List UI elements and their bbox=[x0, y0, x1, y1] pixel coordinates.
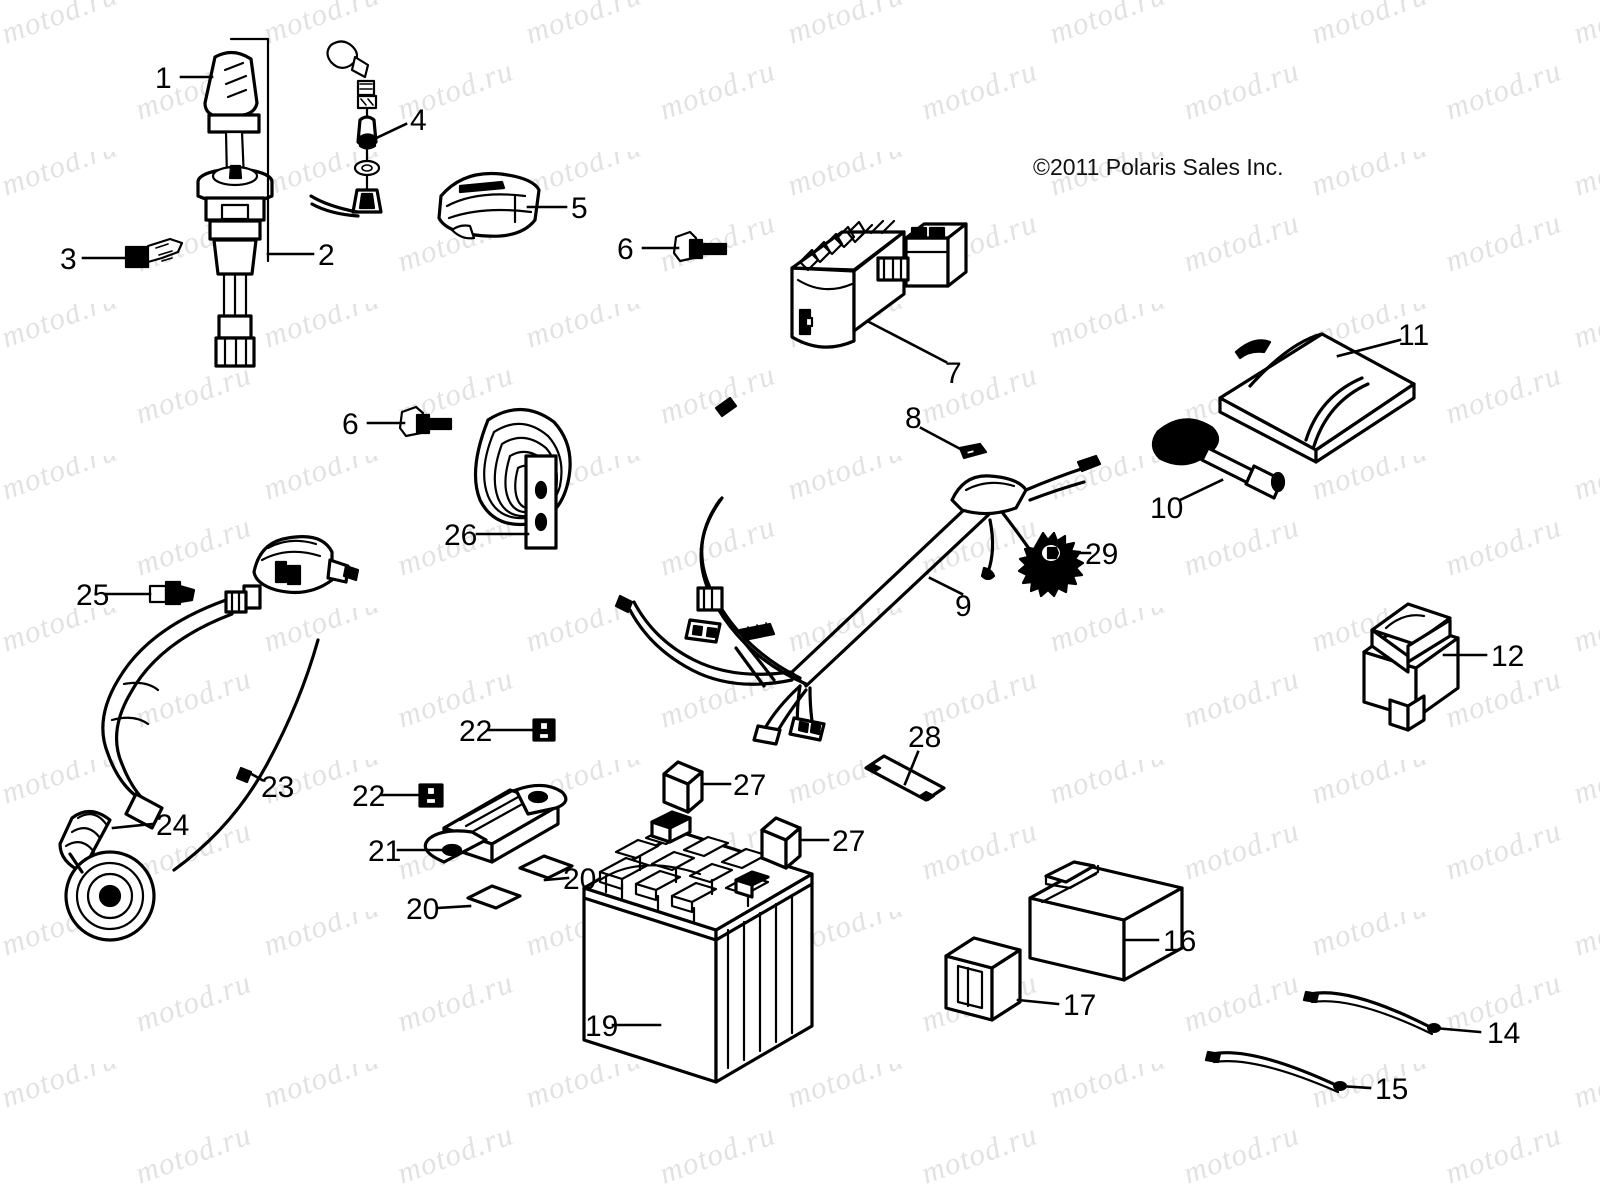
callout-number: 28 bbox=[908, 721, 941, 754]
callout-number: 29 bbox=[1085, 538, 1118, 571]
callout-number: 6 bbox=[342, 408, 359, 441]
callout-number: 8 bbox=[905, 402, 922, 435]
part-switch-cover bbox=[437, 171, 541, 240]
part-insulating-pad-b bbox=[518, 854, 574, 880]
part-sleeve-tube bbox=[864, 754, 946, 802]
callout-19: 19 bbox=[585, 1010, 662, 1043]
callout-22-b: 22 bbox=[352, 780, 422, 813]
part-starter-relay bbox=[1362, 602, 1460, 732]
callout-2: 2 bbox=[266, 239, 335, 272]
part-hold-down-nut-a bbox=[532, 718, 556, 742]
part-spark-plug-boot bbox=[58, 809, 156, 942]
callout-number: 19 bbox=[585, 1010, 618, 1043]
callout-27-a: 27 bbox=[700, 769, 766, 802]
callout-number: 24 bbox=[156, 809, 189, 842]
callout-number: 26 bbox=[444, 519, 477, 552]
callout-23: 23 bbox=[246, 770, 294, 804]
callout-16: 16 bbox=[1122, 925, 1196, 958]
callout-28: 28 bbox=[903, 721, 941, 786]
callout-3: 3 bbox=[60, 243, 128, 276]
callout-number: 9 bbox=[955, 590, 972, 623]
callout-20-b: 20 bbox=[543, 863, 596, 896]
callout-number: 16 bbox=[1163, 925, 1196, 958]
part-hold-down-nut-b bbox=[418, 783, 444, 808]
callout-20-a: 20 bbox=[406, 893, 472, 926]
callout-8: 8 bbox=[905, 402, 968, 454]
part-fuse-cube-b bbox=[760, 816, 802, 870]
callout-1: 1 bbox=[155, 62, 214, 95]
part-fuse-cube-a bbox=[662, 760, 704, 814]
callout-27-b: 27 bbox=[798, 825, 865, 858]
part-tool-pouch bbox=[1218, 332, 1416, 464]
callout-24: 24 bbox=[111, 809, 189, 842]
callout-number: 4 bbox=[410, 104, 427, 137]
part-battery-cable-positive bbox=[1302, 990, 1441, 1036]
callout-29: 29 bbox=[1060, 538, 1118, 571]
callout-number: 12 bbox=[1491, 640, 1524, 673]
callout-10: 10 bbox=[1150, 478, 1224, 525]
callout-number: 22 bbox=[459, 715, 492, 748]
part-fuse-holder bbox=[944, 936, 1022, 1022]
callout-4: 4 bbox=[370, 104, 427, 142]
callout-number: 15 bbox=[1375, 1073, 1408, 1106]
part-tool-screwdriver bbox=[1151, 418, 1286, 500]
callout-21: 21 bbox=[368, 835, 454, 868]
callout-number: 17 bbox=[1063, 989, 1096, 1022]
callout-11: 11 bbox=[1336, 319, 1429, 358]
part-insulating-pad-a bbox=[466, 884, 522, 910]
copyright-notice: ©2011 Polaris Sales Inc. bbox=[1033, 154, 1283, 180]
callout-number: 27 bbox=[733, 769, 766, 802]
callout-6-mid: 6 bbox=[342, 408, 406, 441]
callout-15: 15 bbox=[1338, 1073, 1408, 1106]
callout-26: 26 bbox=[444, 519, 530, 552]
callout-number: 7 bbox=[945, 357, 962, 390]
part-horn bbox=[473, 407, 572, 550]
part-battery bbox=[582, 810, 814, 1084]
part-flange-bolt-a bbox=[672, 230, 728, 263]
callout-25: 25 bbox=[76, 579, 152, 612]
callout-number: 2 bbox=[318, 239, 335, 272]
part-voltage-regulator bbox=[790, 219, 968, 349]
callout-number: 27 bbox=[832, 825, 865, 858]
callout-9: 9 bbox=[928, 576, 972, 623]
callout-6-top: 6 bbox=[617, 233, 680, 266]
callout-number: 22 bbox=[352, 780, 385, 813]
callout-number: 3 bbox=[60, 243, 77, 276]
callout-number: 5 bbox=[571, 192, 588, 225]
part-fuse-box bbox=[1028, 860, 1184, 982]
callout-17: 17 bbox=[1016, 989, 1096, 1022]
callout-number: 11 bbox=[1398, 319, 1429, 352]
part-star-washer bbox=[1017, 531, 1085, 598]
callout-number: 20 bbox=[563, 863, 596, 896]
callout-number: 1 bbox=[155, 62, 172, 95]
callout-number: 21 bbox=[368, 835, 401, 868]
callout-number: 6 bbox=[617, 233, 634, 266]
callout-number: 23 bbox=[261, 771, 294, 804]
part-key-blank bbox=[124, 237, 184, 269]
callout-number: 25 bbox=[76, 579, 109, 612]
part-ignition-switch bbox=[196, 37, 274, 368]
callout-12: 12 bbox=[1442, 640, 1524, 673]
part-hold-down-bracket bbox=[423, 783, 568, 864]
callout-7: 7 bbox=[867, 320, 962, 390]
part-ignition-coil bbox=[101, 535, 360, 830]
part-battery-cable-negative bbox=[1204, 1050, 1347, 1094]
part-harness-clip bbox=[958, 442, 988, 460]
callout-number: 20 bbox=[406, 893, 439, 926]
part-flange-bolt-b bbox=[398, 405, 453, 438]
callout-number: 10 bbox=[1150, 492, 1183, 525]
callout-number: 14 bbox=[1487, 1017, 1520, 1050]
part-tether-lanyard bbox=[309, 40, 383, 218]
callout-5: 5 bbox=[526, 192, 588, 225]
callout-14: 14 bbox=[1432, 1017, 1520, 1050]
callout-22-a: 22 bbox=[459, 715, 534, 748]
